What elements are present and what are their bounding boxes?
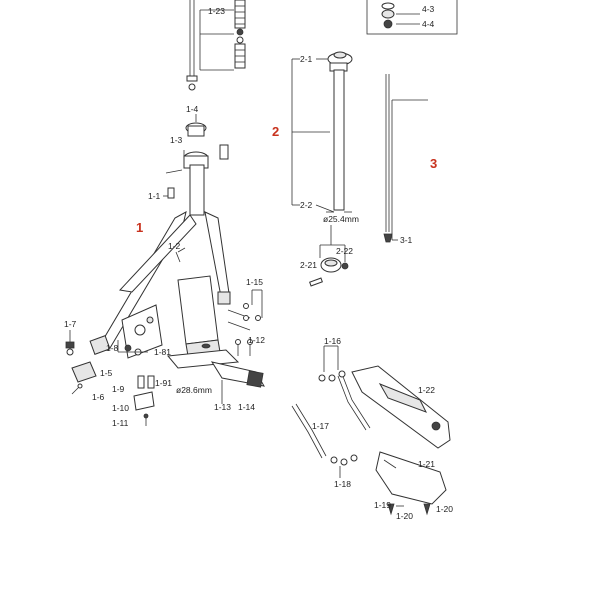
- label-1-22: 1-22: [418, 385, 435, 395]
- label-1-91: 1-91: [155, 378, 172, 388]
- label-1-21: 1-21: [418, 459, 435, 469]
- label-4-4: 4-4: [422, 19, 435, 29]
- section-number-1: 1: [136, 220, 143, 235]
- label-1-15: 1-15: [246, 277, 263, 287]
- label-1-12: 1-12: [248, 335, 265, 345]
- labels: 1 2 3 1-23 4-3 4-4 2-1 2-2 ø25.4mm 2-21 …: [64, 4, 453, 521]
- label-1-13: 1-13: [214, 402, 231, 412]
- small-parts-left: [65, 289, 265, 426]
- label-1-3: 1-3: [170, 135, 183, 145]
- label-1-8: 1-8: [106, 343, 119, 353]
- label-2-22: 2-22: [336, 246, 353, 256]
- rod-assembly-1-23: [186, 0, 246, 91]
- parts-box-4: [366, 0, 458, 35]
- label-1-7: 1-7: [64, 319, 77, 329]
- section-number-3: 3: [430, 156, 437, 171]
- label-1-14: 1-14: [238, 402, 255, 412]
- label-1-1: 1-1: [148, 191, 161, 201]
- label-1-11: 1-11: [112, 418, 129, 428]
- label-1-9: 1-9: [112, 384, 125, 394]
- label-1-18: 1-18: [334, 479, 351, 489]
- label-1-16: 1-16: [324, 336, 341, 346]
- label-1-2: 1-2: [168, 241, 181, 251]
- label-1-6: 1-6: [92, 392, 105, 402]
- label-1-19: 1-19: [374, 500, 391, 510]
- label-1-20-left: 1-20: [396, 511, 413, 521]
- label-4-3: 4-3: [422, 4, 435, 14]
- label-3-1: 3-1: [400, 235, 413, 245]
- label-1-23: 1-23: [208, 6, 225, 16]
- section-number-2: 2: [272, 124, 279, 139]
- label-2-21: 2-21: [300, 260, 317, 270]
- hihat-stand-1: [89, 114, 240, 369]
- rod-3: [383, 74, 428, 243]
- label-1-20-right: 1-20: [436, 504, 453, 514]
- label-1-81: 1-81: [154, 347, 171, 357]
- label-1-17: 1-17: [312, 421, 329, 431]
- label-1-5: 1-5: [100, 368, 113, 378]
- upper-tube-2: [291, 51, 353, 287]
- dimension-base: ø28.6mm: [176, 385, 212, 395]
- label-2-2: 2-2: [300, 200, 313, 210]
- label-2-1: 2-1: [300, 54, 313, 64]
- pedal-assembly: [291, 345, 451, 516]
- dimension-tube-2: ø25.4mm: [323, 214, 359, 224]
- label-1-10: 1-10: [112, 403, 129, 413]
- label-1-4: 1-4: [186, 104, 199, 114]
